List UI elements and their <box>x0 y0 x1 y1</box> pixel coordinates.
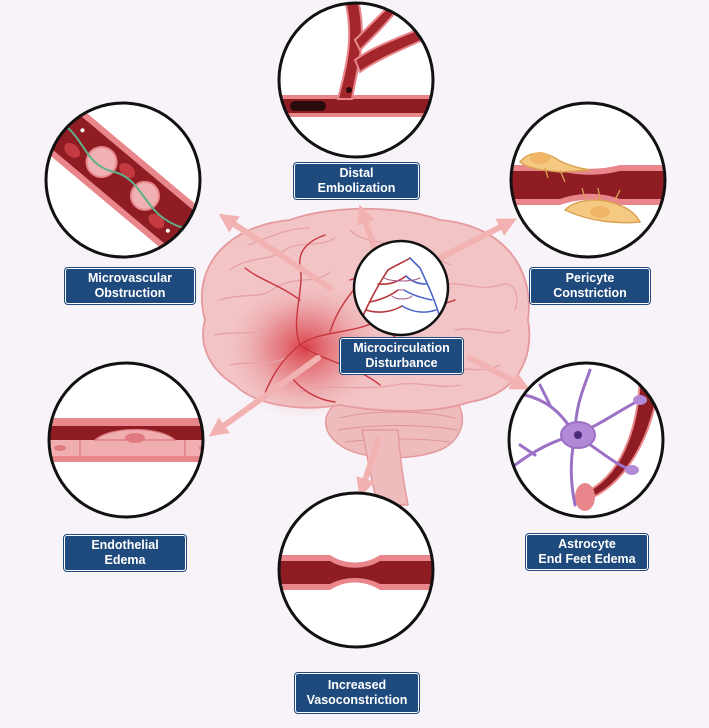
label-astrocyte-line1: Astrocyte <box>558 537 616 551</box>
label-endothelial-line2: Edema <box>104 553 146 567</box>
label-pericyte-constriction: Pericyte Constriction <box>529 267 651 305</box>
label-endothelial-line1: Endothelial <box>91 538 159 552</box>
arrows <box>208 204 530 498</box>
label-pericyte-line1: Pericyte <box>565 271 615 285</box>
vasoconstriction-illustration <box>277 491 435 649</box>
label-center-line2: Disturbance <box>365 356 438 370</box>
label-astrocyte-end-feet-edema: Astrocyte End Feet Edema <box>525 533 649 571</box>
label-micro-line1: Microvascular <box>87 271 173 285</box>
label-distal-line1: Distal <box>339 166 374 180</box>
label-increased-vasoconstriction: Increased Vasoconstriction <box>294 672 420 714</box>
pericyte-constriction-illustration <box>509 101 667 259</box>
label-microvascular-obstruction: Microvascular Obstruction <box>64 267 196 305</box>
arrow-vaso <box>356 437 381 498</box>
label-distal-embolization: Distal Embolization <box>293 162 420 200</box>
astrocyte-edema-illustration <box>507 361 665 519</box>
microvascular-obstruction-illustration <box>44 101 202 259</box>
label-vaso-line2: Vasoconstriction <box>306 693 408 707</box>
arrow-pericyte <box>437 218 517 261</box>
label-pericyte-line2: Constriction <box>553 286 627 300</box>
label-astrocyte-line2: End Feet Edema <box>538 552 636 566</box>
label-micro-line2: Obstruction <box>94 286 166 300</box>
arrow-distal <box>356 204 378 253</box>
distal-embolization-illustration <box>277 1 435 159</box>
arrow-astrocyte <box>467 355 530 390</box>
arrow-endothelial <box>208 355 321 437</box>
label-endothelial-edema: Endothelial Edema <box>63 534 187 572</box>
label-center-line1: Microcirculation <box>353 341 450 355</box>
label-distal-line2: Embolization <box>317 181 396 195</box>
label-vaso-line1: Increased <box>327 678 387 692</box>
capillary-network-icon <box>352 239 450 337</box>
arrow-micro <box>218 213 333 291</box>
label-microcirculation-disturbance: Microcirculation Disturbance <box>339 337 464 375</box>
endothelial-edema-illustration <box>47 361 205 519</box>
